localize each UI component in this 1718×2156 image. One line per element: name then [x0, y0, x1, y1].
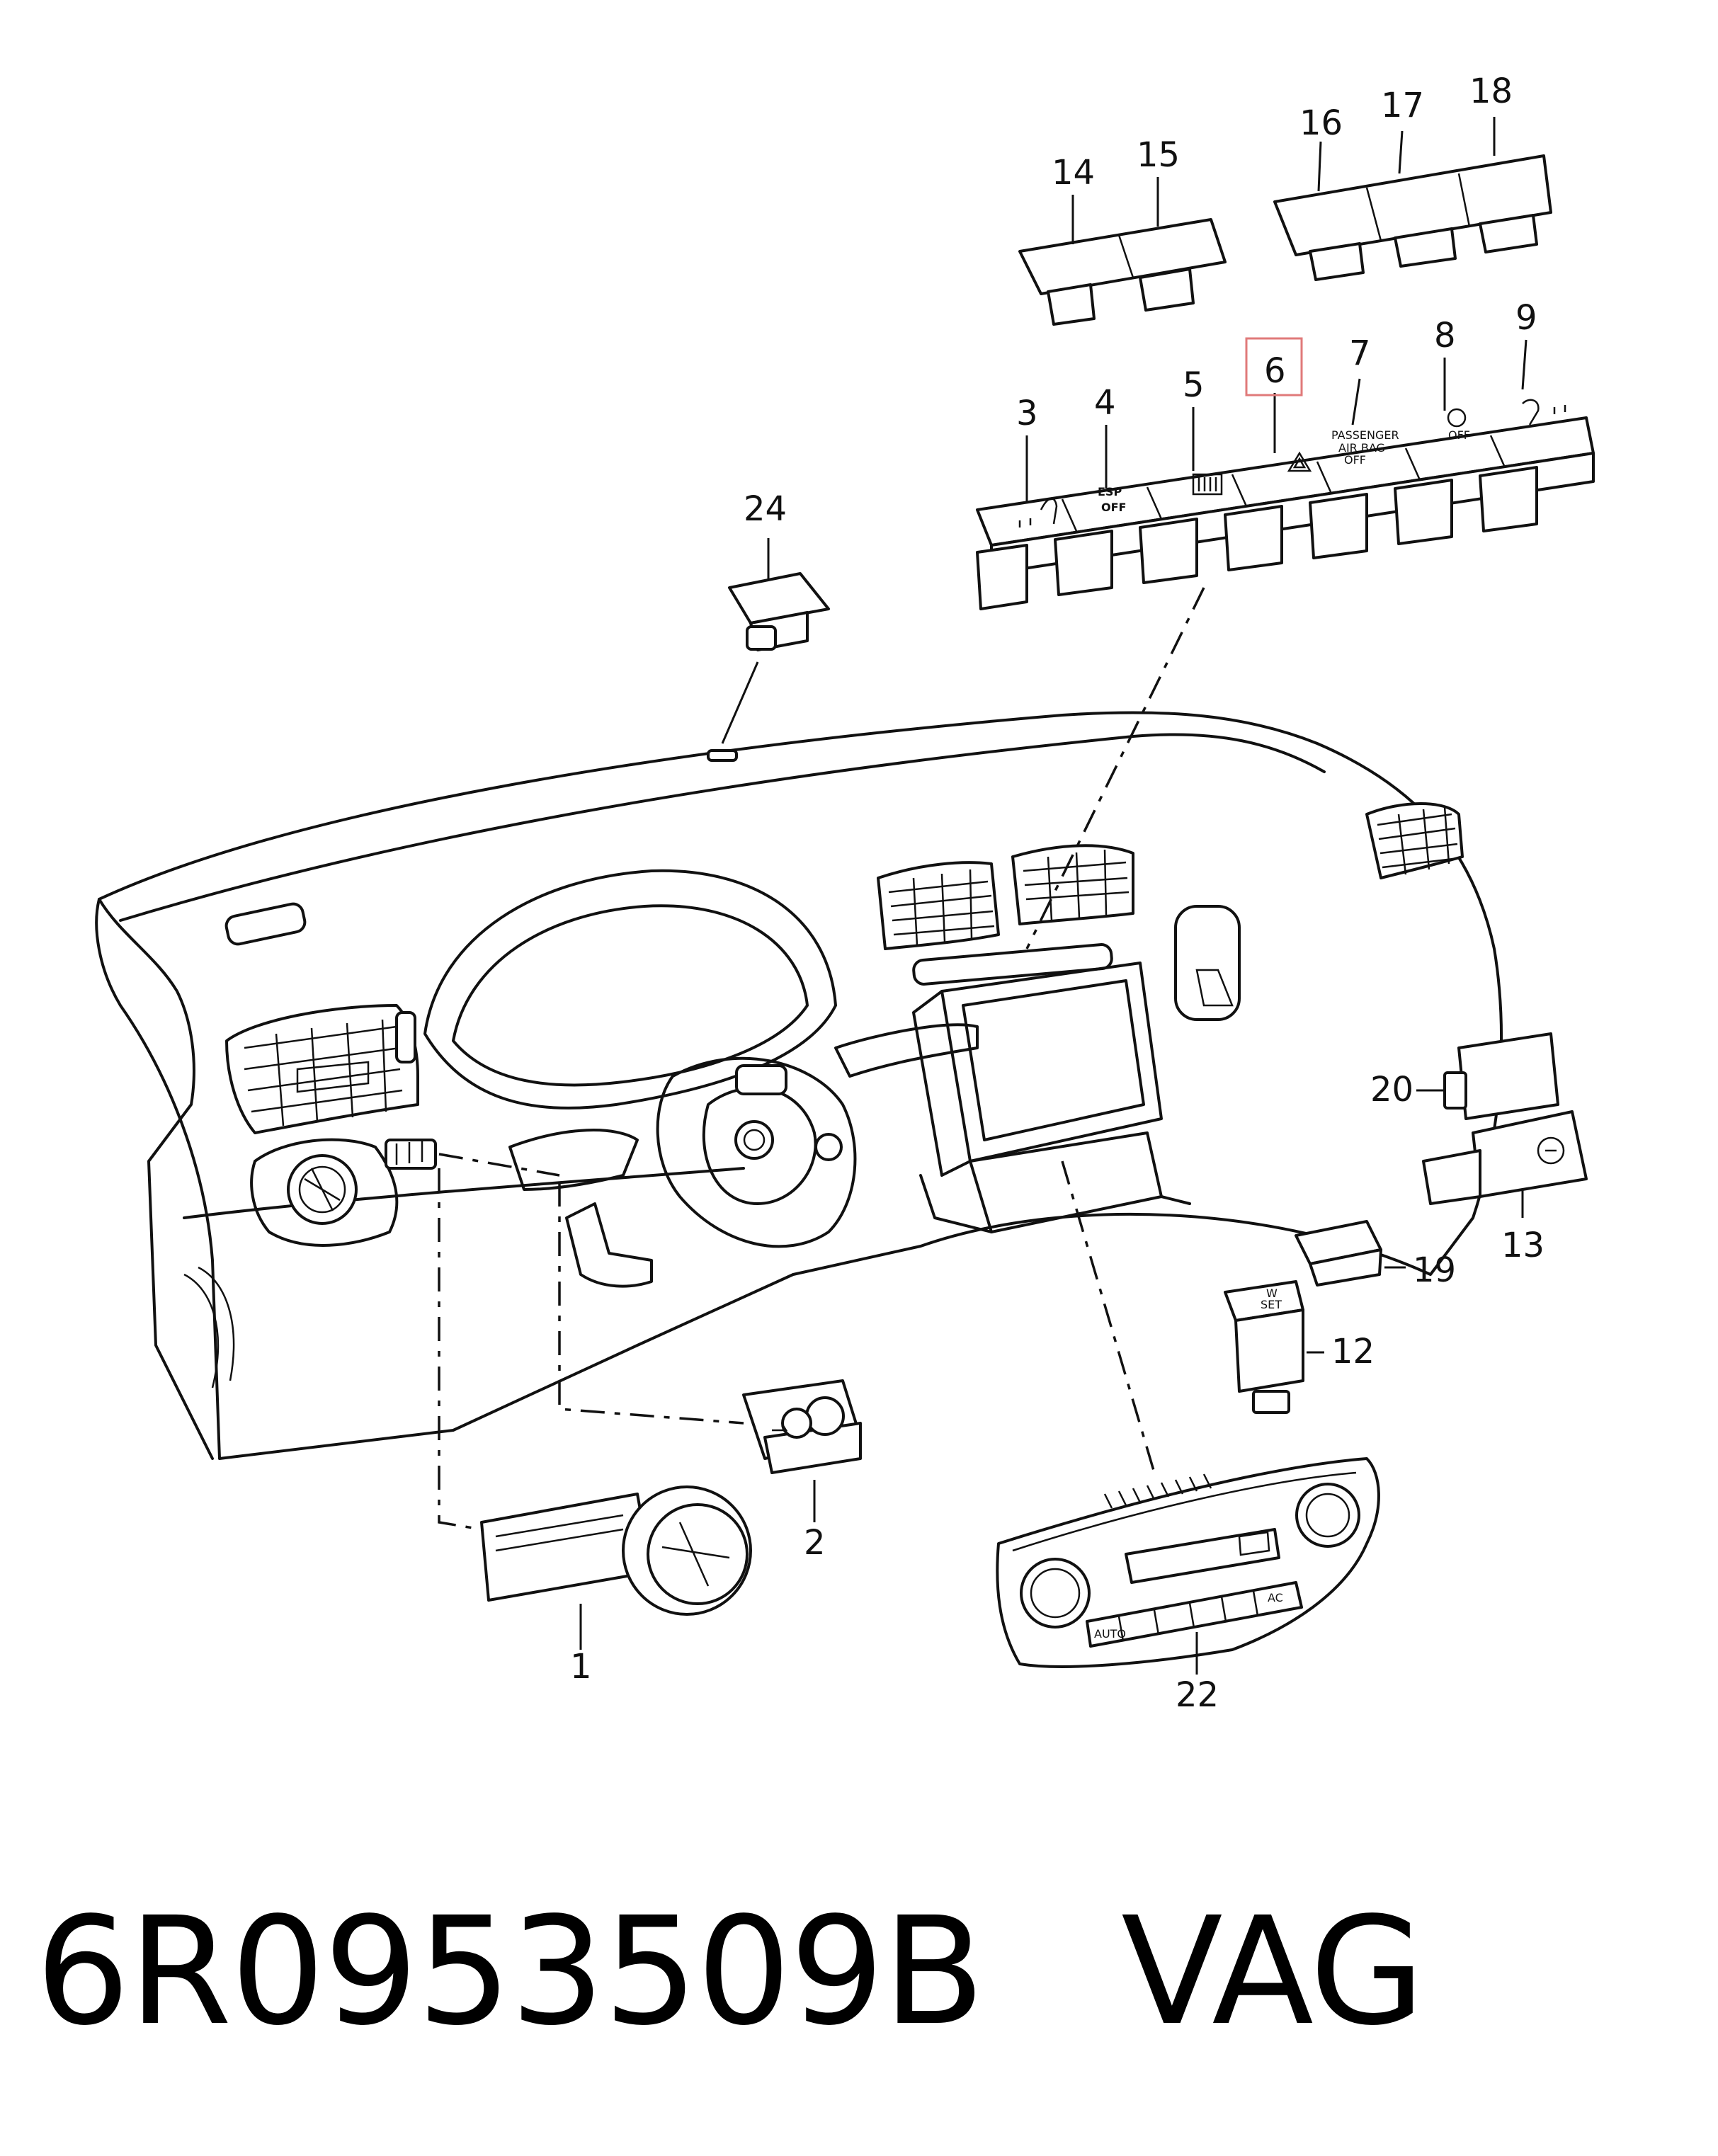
airbag-legend-line3: OFF	[1344, 453, 1366, 467]
steering-column	[508, 1023, 979, 1288]
centre-vent-left	[877, 861, 1000, 950]
callout-16: 16	[1299, 103, 1343, 143]
dashboard-top-edge	[119, 733, 1326, 922]
esp-off-legend-bottom: OFF	[1101, 501, 1126, 514]
start-stop-icon	[1447, 408, 1467, 428]
switch-strip: ESP OFF PASSENGER AIR BAG OFF OFF	[976, 399, 1595, 610]
callout-17: 17	[1381, 86, 1424, 125]
blank-switch-pair-14-15	[1018, 218, 1227, 326]
callout-13: 13	[1501, 1226, 1545, 1265]
callout-12: 12	[1331, 1332, 1375, 1371]
switch-20	[1443, 1032, 1559, 1120]
side-vent-2	[198, 1266, 235, 1381]
callout-20: 20	[1370, 1070, 1413, 1110]
side-vent	[183, 1273, 220, 1388]
callout-18: 18	[1469, 72, 1513, 111]
sunlight-sensor-24	[728, 572, 830, 651]
callout-9: 9	[1515, 298, 1537, 338]
callout-4: 4	[1094, 383, 1116, 423]
callout-6-highlighted: 6	[1264, 351, 1286, 391]
dimmer-switch-2	[742, 1379, 862, 1474]
dashboard-left-end	[98, 898, 214, 1460]
seat-heat-right-icon	[1522, 399, 1566, 426]
tpms-set-legend: SET	[1261, 1298, 1282, 1311]
glovebox-handle	[1174, 905, 1241, 1021]
switch-strip-slot	[912, 943, 1113, 986]
dashboard-outline	[95, 711, 1503, 1460]
callout-3: 3	[1016, 394, 1038, 433]
climate-auto-label: AUTO	[1094, 1627, 1126, 1641]
climate-bay	[969, 1131, 1163, 1233]
switch-19	[1295, 1220, 1382, 1287]
climate-ac-label: AC	[1268, 1591, 1283, 1604]
left-air-vent	[225, 1004, 419, 1134]
callout-5: 5	[1183, 365, 1205, 405]
callout-15: 15	[1137, 135, 1180, 175]
part-number-caption: 6R0953509B VAG	[35, 1885, 1425, 2058]
airbag-legend-line1: PASSENGER	[1331, 428, 1399, 442]
highlight-box	[1245, 337, 1303, 397]
callout-19: 19	[1413, 1250, 1456, 1290]
esp-off-legend-top: ESP	[1098, 485, 1122, 498]
instrument-cluster	[423, 869, 837, 1110]
dashboard-assembly	[95, 711, 1503, 1460]
seat-heat-left-icon	[1018, 498, 1058, 527]
callout-2: 2	[804, 1523, 826, 1563]
callout-7: 7	[1349, 333, 1371, 373]
centre-display	[912, 962, 1163, 1177]
hazard-warning-icon	[1287, 451, 1312, 472]
start-stop-off-legend: OFF	[1448, 428, 1470, 442]
airbag-legend-line2: AIR BAG	[1338, 441, 1385, 455]
passenger-air-vent	[1365, 802, 1464, 879]
sensor-clip-24-mount	[707, 749, 738, 762]
headlight-switch-1	[480, 1485, 752, 1616]
climate-control-panel-22: AUTO AC	[996, 1457, 1380, 1668]
callout-14: 14	[1052, 153, 1095, 193]
headlight-switch-opening	[250, 1138, 437, 1247]
callout-24: 24	[744, 489, 787, 529]
centre-vent-right	[1011, 844, 1134, 925]
tpms-w-legend: W	[1266, 1287, 1278, 1300]
callout-22: 22	[1176, 1675, 1219, 1715]
callout-1: 1	[570, 1647, 592, 1687]
switch-13	[1422, 1110, 1588, 1205]
callout-8: 8	[1434, 316, 1456, 355]
callout-labels: 1 2 3 4 5 6 7 8 9 12 13 14 15 16 17 18 1…	[570, 72, 1545, 1715]
tpms-set-button-12: W SET	[1224, 1280, 1304, 1414]
leader-lines	[579, 117, 1528, 1675]
defrost-grille	[224, 902, 307, 946]
assembly-lines	[438, 587, 1205, 1531]
rear-window-defrost-icon	[1192, 473, 1223, 496]
blank-switch-triple-16-18	[1273, 154, 1552, 281]
dashboard-lower-edge	[183, 1167, 745, 1219]
centre-stack-lower	[919, 1174, 1191, 1233]
